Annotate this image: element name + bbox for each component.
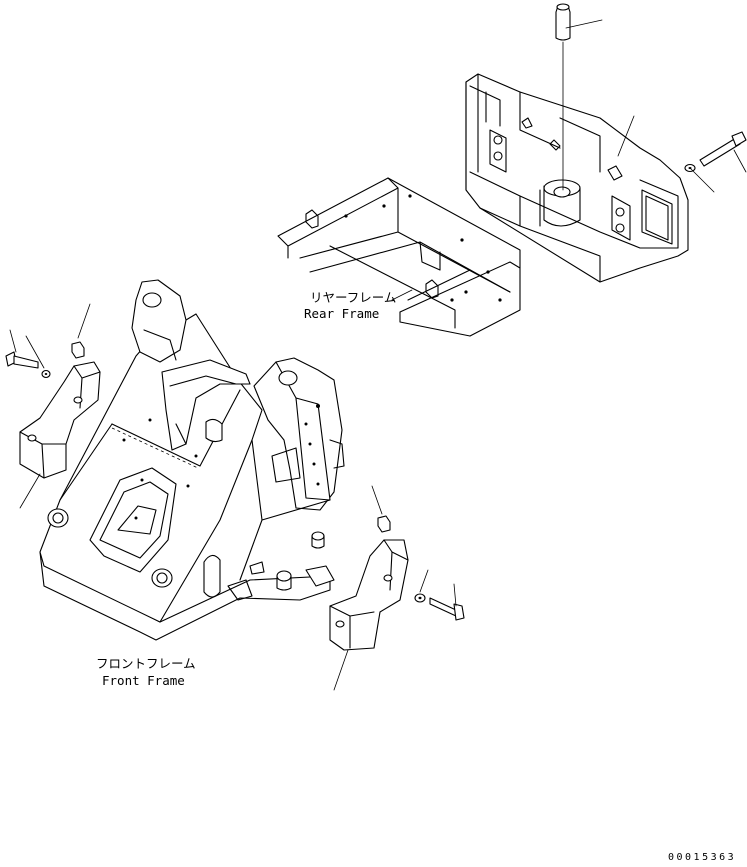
drawing-number: 00015363 (668, 852, 736, 863)
rear-frame (277, 177, 521, 337)
left-bolt-washer-nut (5, 341, 85, 379)
rear-leader-lines (565, 19, 747, 193)
front-frame (39, 279, 345, 641)
front-leader-lines (9, 289, 457, 691)
rear-bolt (684, 131, 747, 173)
rear-frame-label-jp: リヤーフレーム (310, 290, 396, 305)
front-frame-label-en: Front Frame (102, 673, 185, 688)
right-bolt-washer-nut (377, 515, 465, 621)
right-front-counterweight (329, 539, 409, 651)
rear-counterweight (465, 73, 689, 283)
front-frame-label-jp: フロントフレーム (96, 656, 196, 671)
left-front-counterweight (19, 361, 101, 479)
rear-frame-label-en: Rear Frame (304, 306, 379, 321)
rear-pin (555, 3, 571, 191)
